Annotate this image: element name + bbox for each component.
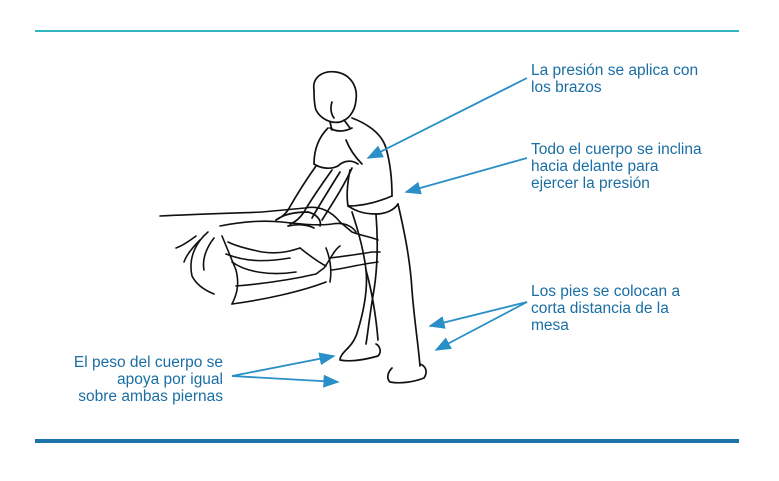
- label-arms-line-1: La presión se aplica con: [531, 62, 699, 79]
- label-body-weight: El peso del cuerpo se apoya por igual so…: [40, 354, 223, 405]
- label-weight-line-3: sobre ambas piernas: [78, 388, 223, 405]
- label-feet-line-1: Los pies se colocan a: [531, 283, 681, 300]
- label-lean-line-2: hacia delante para: [531, 158, 659, 175]
- annotation-arrows: [231, 77, 528, 388]
- therapist-drawing: [275, 70, 427, 384]
- label-feet-position: Los pies se colocan a corta distancia de…: [531, 283, 680, 334]
- label-lean-line-3: ejercer la presión: [531, 175, 650, 192]
- label-feet-line-2: corta distancia de la: [531, 300, 669, 317]
- top-divider: [35, 30, 739, 32]
- patient-drawing: [159, 206, 381, 305]
- bottom-divider: [35, 439, 739, 443]
- arrow-lean: [404, 157, 528, 195]
- arrow-feet-lower: [434, 301, 528, 351]
- label-weight-line-1: El peso del cuerpo se: [73, 354, 223, 371]
- arrow-weight-upper: [231, 352, 336, 377]
- label-arms-line-2: los brazos: [531, 79, 602, 96]
- label-feet-line-3: mesa: [531, 317, 569, 334]
- arrow-weight-lower: [231, 374, 340, 388]
- label-lean-line-1: Todo el cuerpo se inclina: [531, 141, 702, 158]
- label-body-lean: Todo el cuerpo se inclina hacia delante …: [531, 141, 702, 192]
- label-weight-line-2: apoya por igual: [117, 371, 223, 388]
- arrow-arms: [366, 77, 528, 159]
- label-arms-pressure: La presión se aplica con los brazos: [531, 62, 698, 96]
- arrow-feet-upper: [428, 301, 528, 329]
